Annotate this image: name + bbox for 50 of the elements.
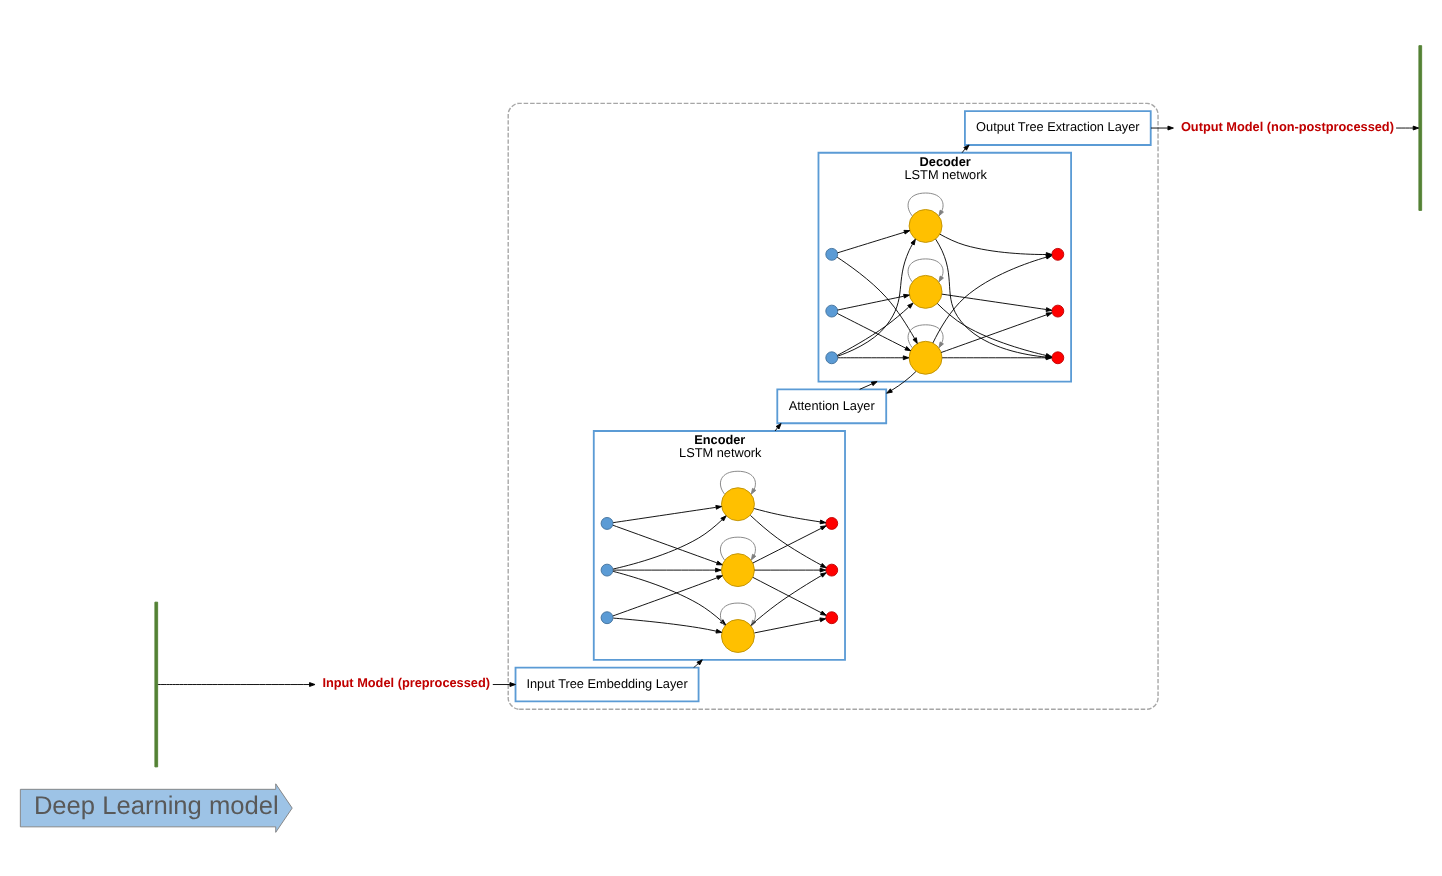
arrow: [612, 566, 722, 572]
arrow: [907, 191, 944, 216]
arrow: [719, 535, 757, 560]
arrow: [719, 469, 757, 494]
arrow: [837, 292, 910, 310]
arrow: [837, 354, 910, 360]
arrow: [612, 616, 723, 633]
arrow: [774, 422, 782, 431]
arrow: [886, 369, 917, 393]
arrow: [1150, 124, 1174, 130]
arrow: [907, 257, 944, 282]
arrow: [492, 681, 516, 686]
node-circle: [1051, 303, 1065, 317]
arrow: [836, 301, 914, 355]
arrow: [941, 292, 1053, 311]
arrow: [612, 574, 723, 616]
arrow: [859, 380, 878, 389]
node-circle: [600, 516, 614, 529]
arrow: [612, 514, 727, 569]
node-circle: [825, 562, 839, 576]
arrow: [752, 524, 827, 563]
arrow: [754, 566, 827, 572]
arrow: [836, 255, 918, 343]
node-circle: [825, 516, 839, 529]
arrow: [837, 237, 916, 356]
arrow: [750, 514, 827, 568]
arrow: [612, 569, 727, 625]
arrow: [753, 507, 827, 524]
arrow: [940, 311, 1053, 352]
node-circle: [1051, 350, 1065, 364]
arrow: [752, 575, 827, 615]
arrow: [836, 312, 912, 351]
arrow: [1395, 124, 1420, 130]
node-circle: [825, 303, 839, 317]
node-bar: [154, 600, 159, 767]
arrow: [837, 228, 911, 253]
node-circle: [825, 350, 839, 364]
arrow: [754, 616, 827, 633]
node-circle: [600, 562, 614, 576]
arrow: [907, 323, 944, 348]
node-bar: [1418, 44, 1423, 210]
arrow: [693, 658, 703, 667]
arrow: [961, 143, 970, 153]
node-circle: [600, 610, 614, 624]
arrow: [612, 503, 722, 523]
node-circle: [825, 610, 839, 624]
node-circle: [1051, 246, 1065, 260]
arrow: [612, 523, 723, 565]
node-circle: [825, 246, 839, 260]
arrow: [157, 681, 316, 686]
